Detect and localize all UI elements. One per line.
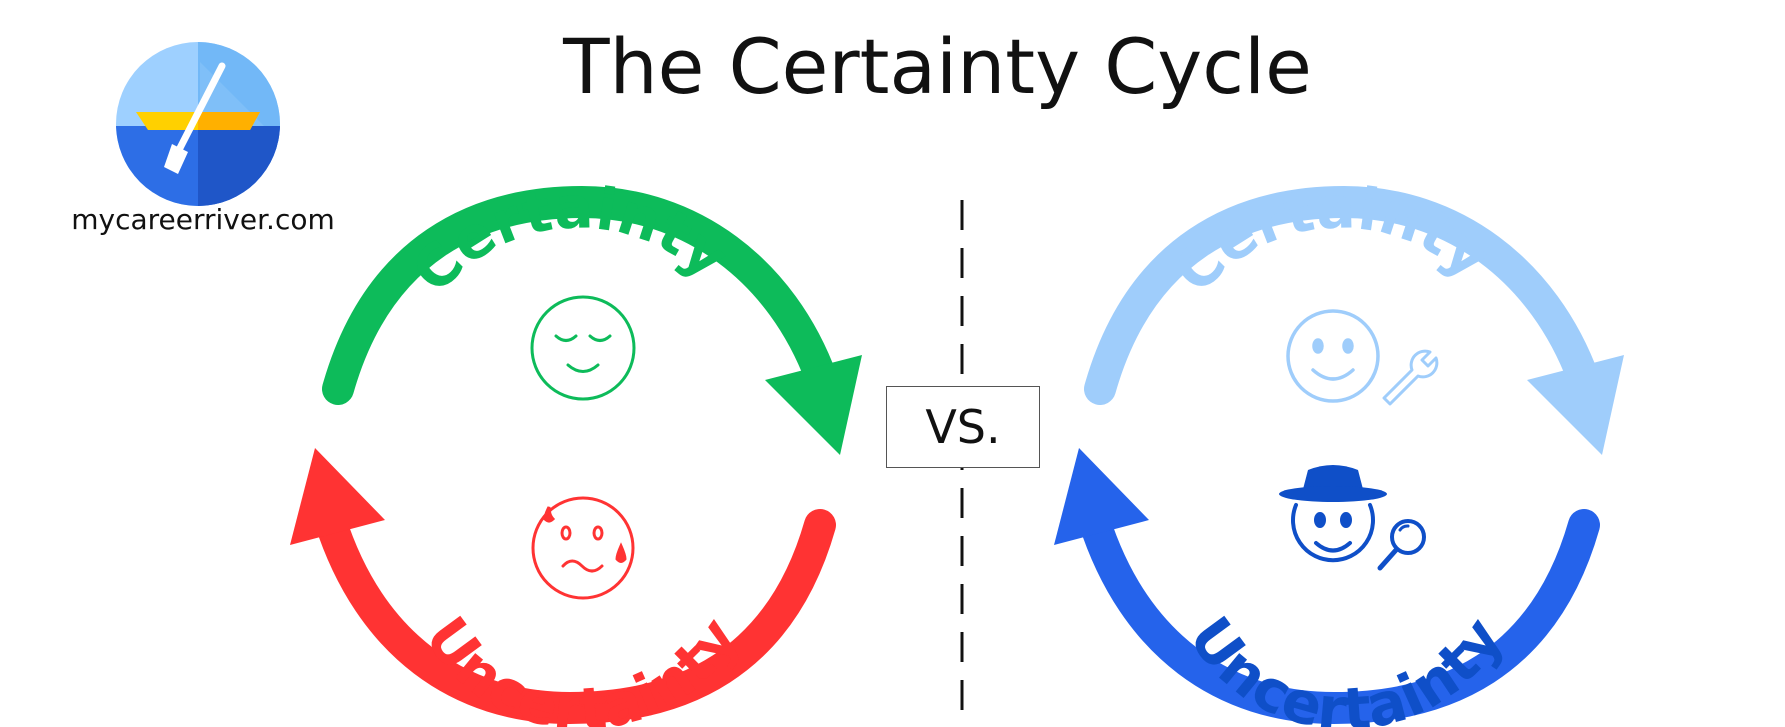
magnifier-icon — [1377, 519, 1426, 571]
left-bottom-label: Uncertainty — [412, 605, 752, 727]
left-top-arrow — [322, 185, 862, 455]
site-url[interactable]: mycareerriver.com — [71, 203, 335, 236]
right-bottom-label: Uncertainty — [1176, 605, 1516, 727]
detective-hat-icon — [1279, 465, 1387, 502]
wrench-icon — [1382, 349, 1439, 406]
smiling-face-icon — [1286, 309, 1380, 403]
right-top-arrow — [1084, 185, 1624, 455]
oar-icon — [164, 62, 226, 174]
worried-sweating-face-icon — [531, 496, 635, 600]
site-logo[interactable] — [114, 40, 282, 208]
vs-label: VS. — [886, 386, 1040, 468]
right-bottom-arrow — [1054, 448, 1600, 725]
detective-face-icon — [1291, 503, 1375, 563]
content-face-icon — [530, 295, 636, 401]
left-bottom-arrow — [290, 448, 836, 725]
page-title: The Certainty Cycle — [563, 22, 1312, 111]
